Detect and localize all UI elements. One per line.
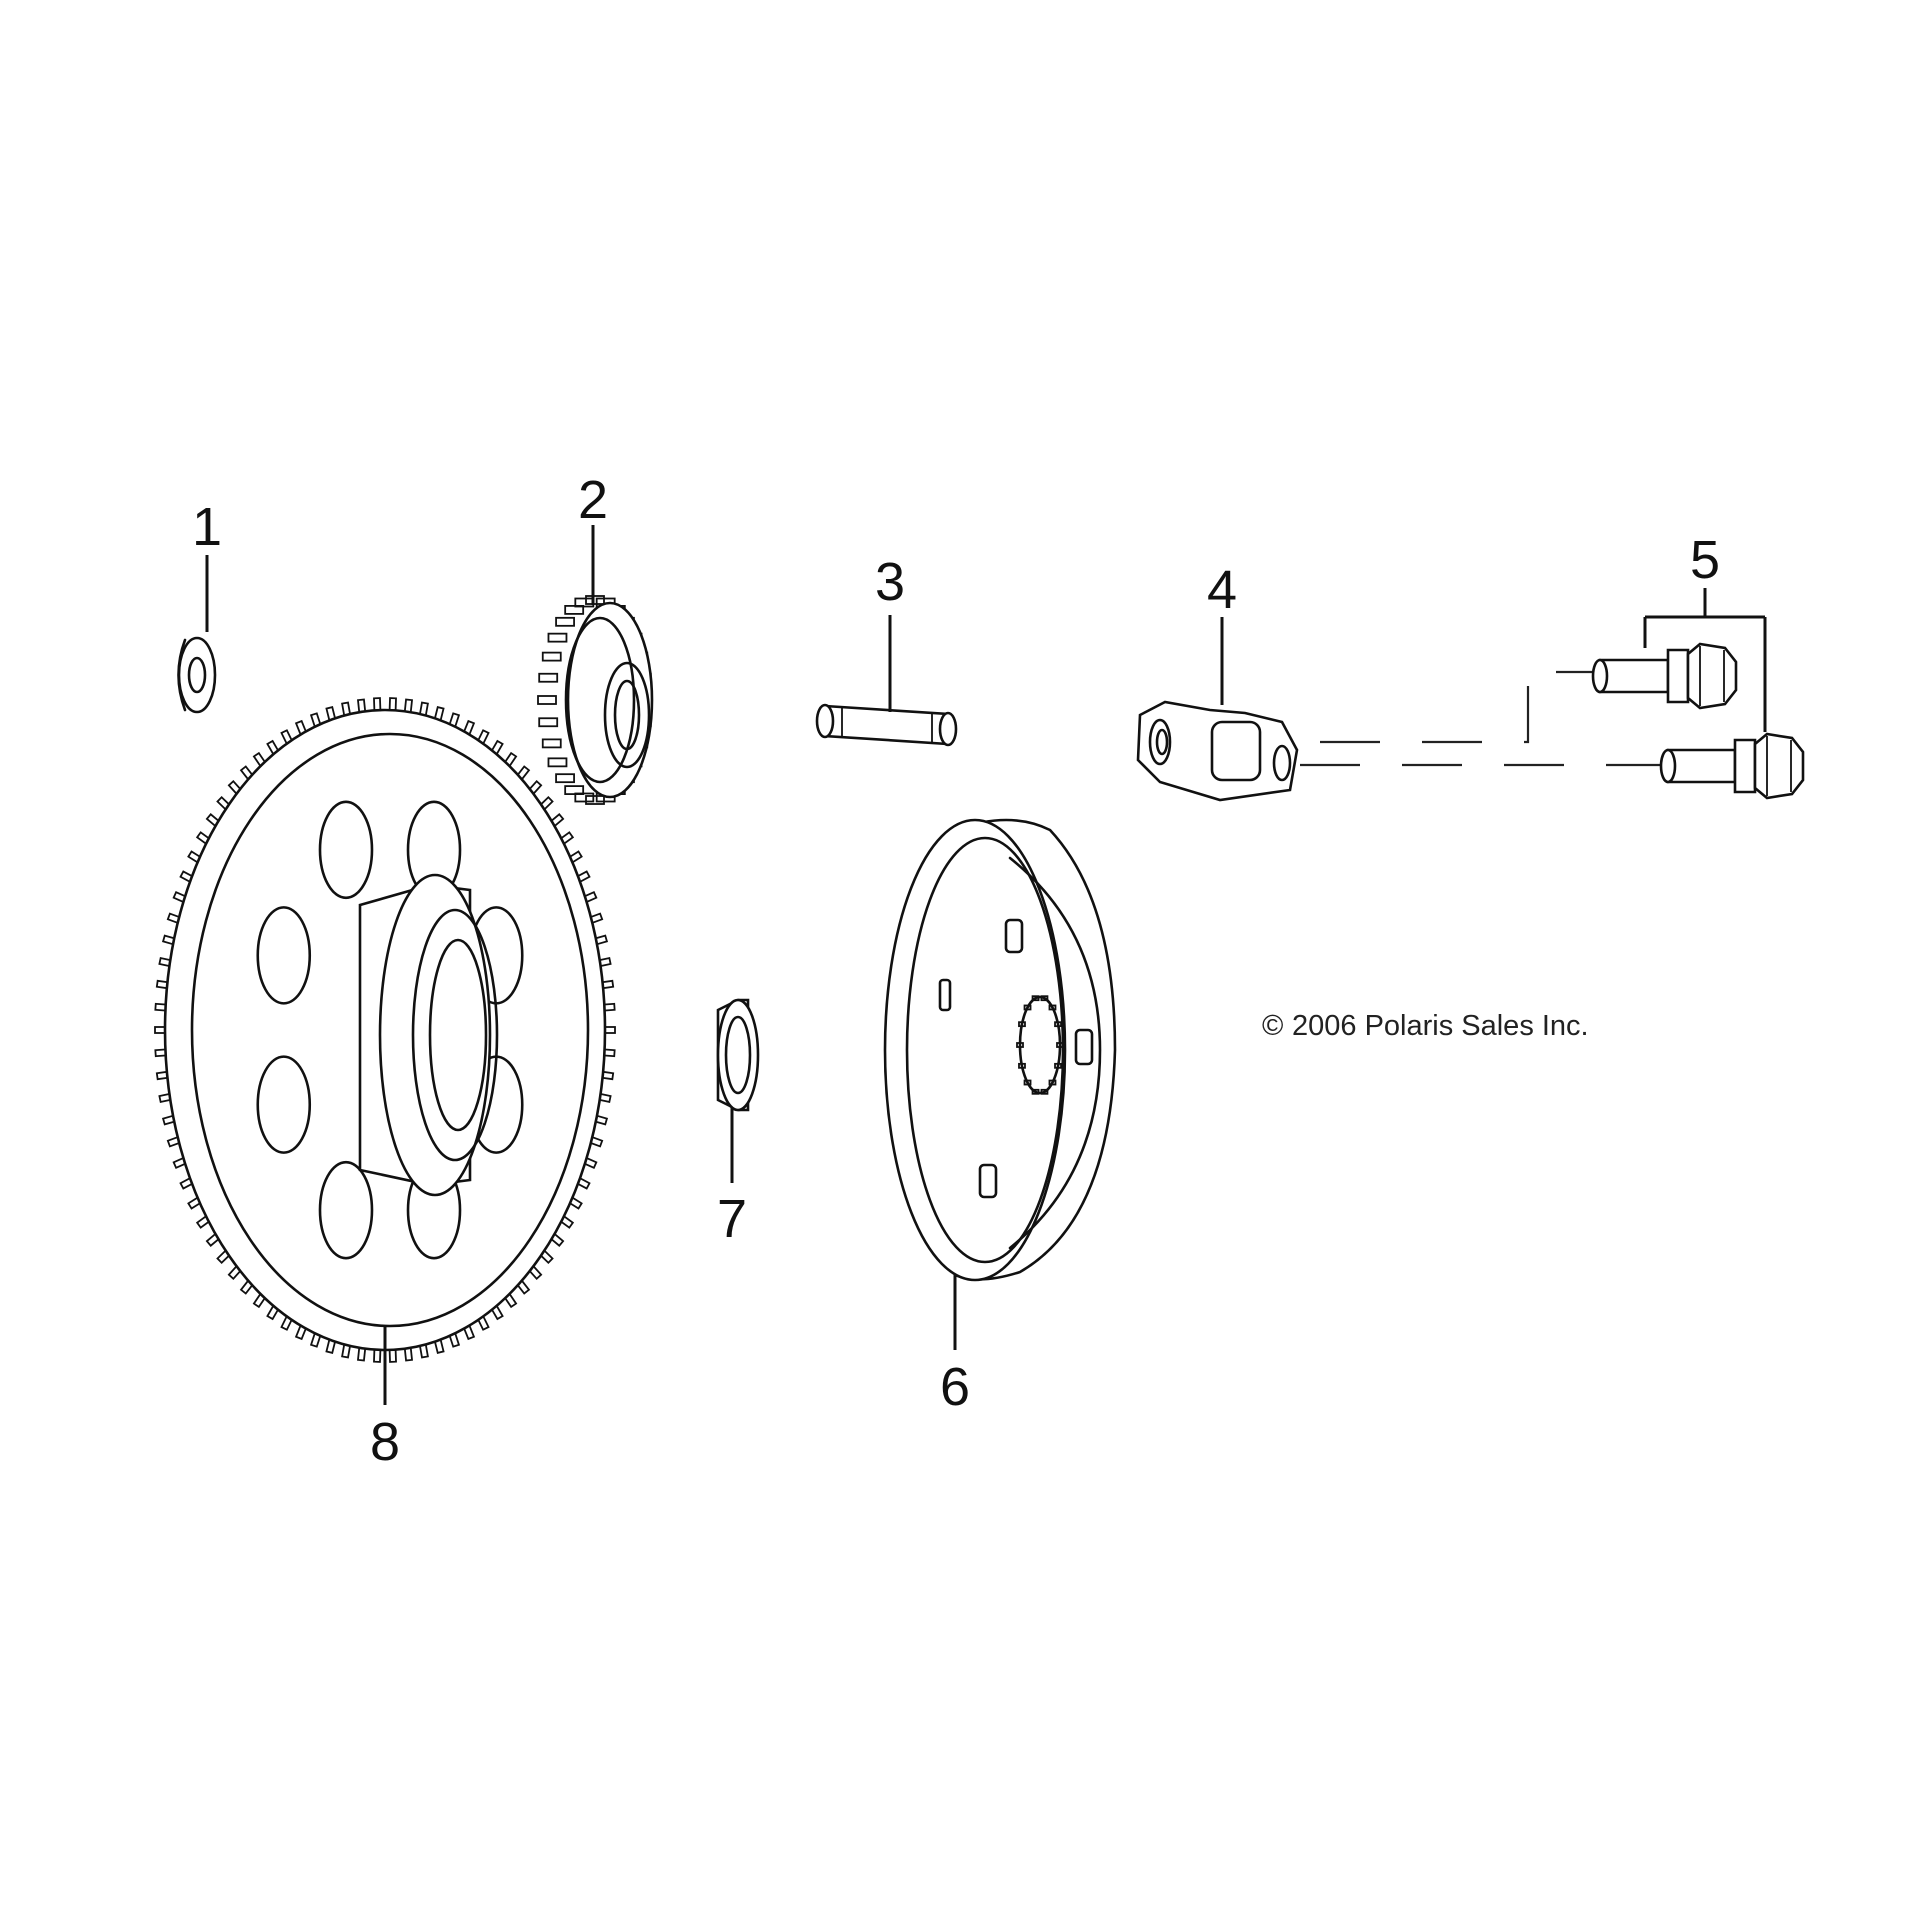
callout-2: 2 bbox=[578, 470, 608, 530]
callout-1: 1 bbox=[192, 497, 222, 557]
part-2-gear bbox=[537, 595, 654, 805]
copyright-text: 2006 Polaris Sales Inc. bbox=[1292, 1010, 1589, 1042]
part-3-pin bbox=[815, 703, 958, 747]
callout-5: 5 bbox=[1690, 530, 1720, 590]
callout-8: 8 bbox=[370, 1412, 400, 1472]
leader-5 bbox=[1643, 588, 1767, 732]
callout-3: 3 bbox=[875, 552, 905, 612]
assembly-line-upper bbox=[1320, 670, 1600, 744]
callout-7: 7 bbox=[717, 1189, 747, 1249]
callout-4: 4 bbox=[1207, 560, 1237, 620]
part-4-bracket bbox=[1136, 700, 1299, 802]
part-8-ring-gear bbox=[154, 697, 616, 1363]
part-5-bolt-upper bbox=[1591, 642, 1738, 710]
callout-6: 6 bbox=[940, 1357, 970, 1417]
copyright-symbol: © bbox=[1262, 1010, 1283, 1042]
part-6-housing bbox=[883, 818, 1117, 1282]
part-7-bushing bbox=[716, 998, 760, 1112]
part-1-washer bbox=[177, 636, 217, 714]
part-5-bolt-lower bbox=[1659, 732, 1805, 800]
